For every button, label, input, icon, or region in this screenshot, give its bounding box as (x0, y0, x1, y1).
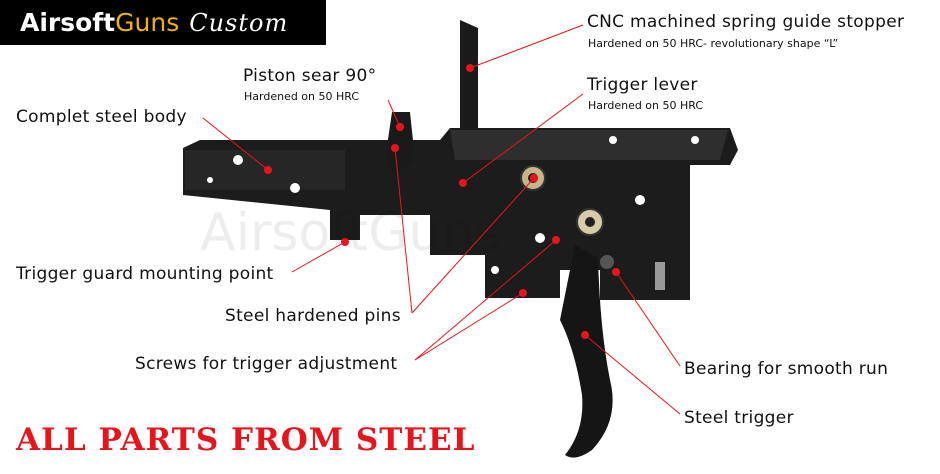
logo-text-custom: Custom (189, 8, 289, 37)
steel-banner: ALL PARTS FROM STEEL (16, 422, 476, 458)
spring-guide-stopper (460, 20, 478, 140)
label-trigger-lever: Trigger lever (587, 75, 698, 95)
label-cnc-stopper: CNC machined spring guide stopper (587, 12, 905, 32)
logo-text-guns: Guns (115, 8, 180, 37)
label-trigger-guard-mount: Trigger guard mounting point (16, 264, 274, 284)
label-bearing: Bearing for smooth run (684, 359, 889, 379)
label-adjustment-screws: Screws for trigger adjustment (135, 354, 398, 374)
label-trigger-lever-sub: Hardened on 50 HRC (588, 99, 704, 112)
logo-text-airsoft: Airsoft (20, 8, 116, 37)
watermark: AirsoftGuns (200, 203, 501, 263)
label-hardened-pins: Steel hardened pins (225, 306, 401, 326)
callout-dots (264, 64, 620, 339)
steel-trigger (560, 245, 613, 458)
label-piston-sear: Piston sear 90° (243, 66, 377, 86)
label-cnc-stopper-sub: Hardened on 50 HRC- revolutionary shape … (588, 37, 839, 50)
label-piston-sear-sub: Hardened on 50 HRC (244, 90, 360, 103)
label-steel-trigger: Steel trigger (684, 408, 794, 428)
leader-lines (202, 24, 681, 415)
piston-sear (385, 112, 415, 175)
label-steel-body: Complet steel body (16, 107, 187, 127)
